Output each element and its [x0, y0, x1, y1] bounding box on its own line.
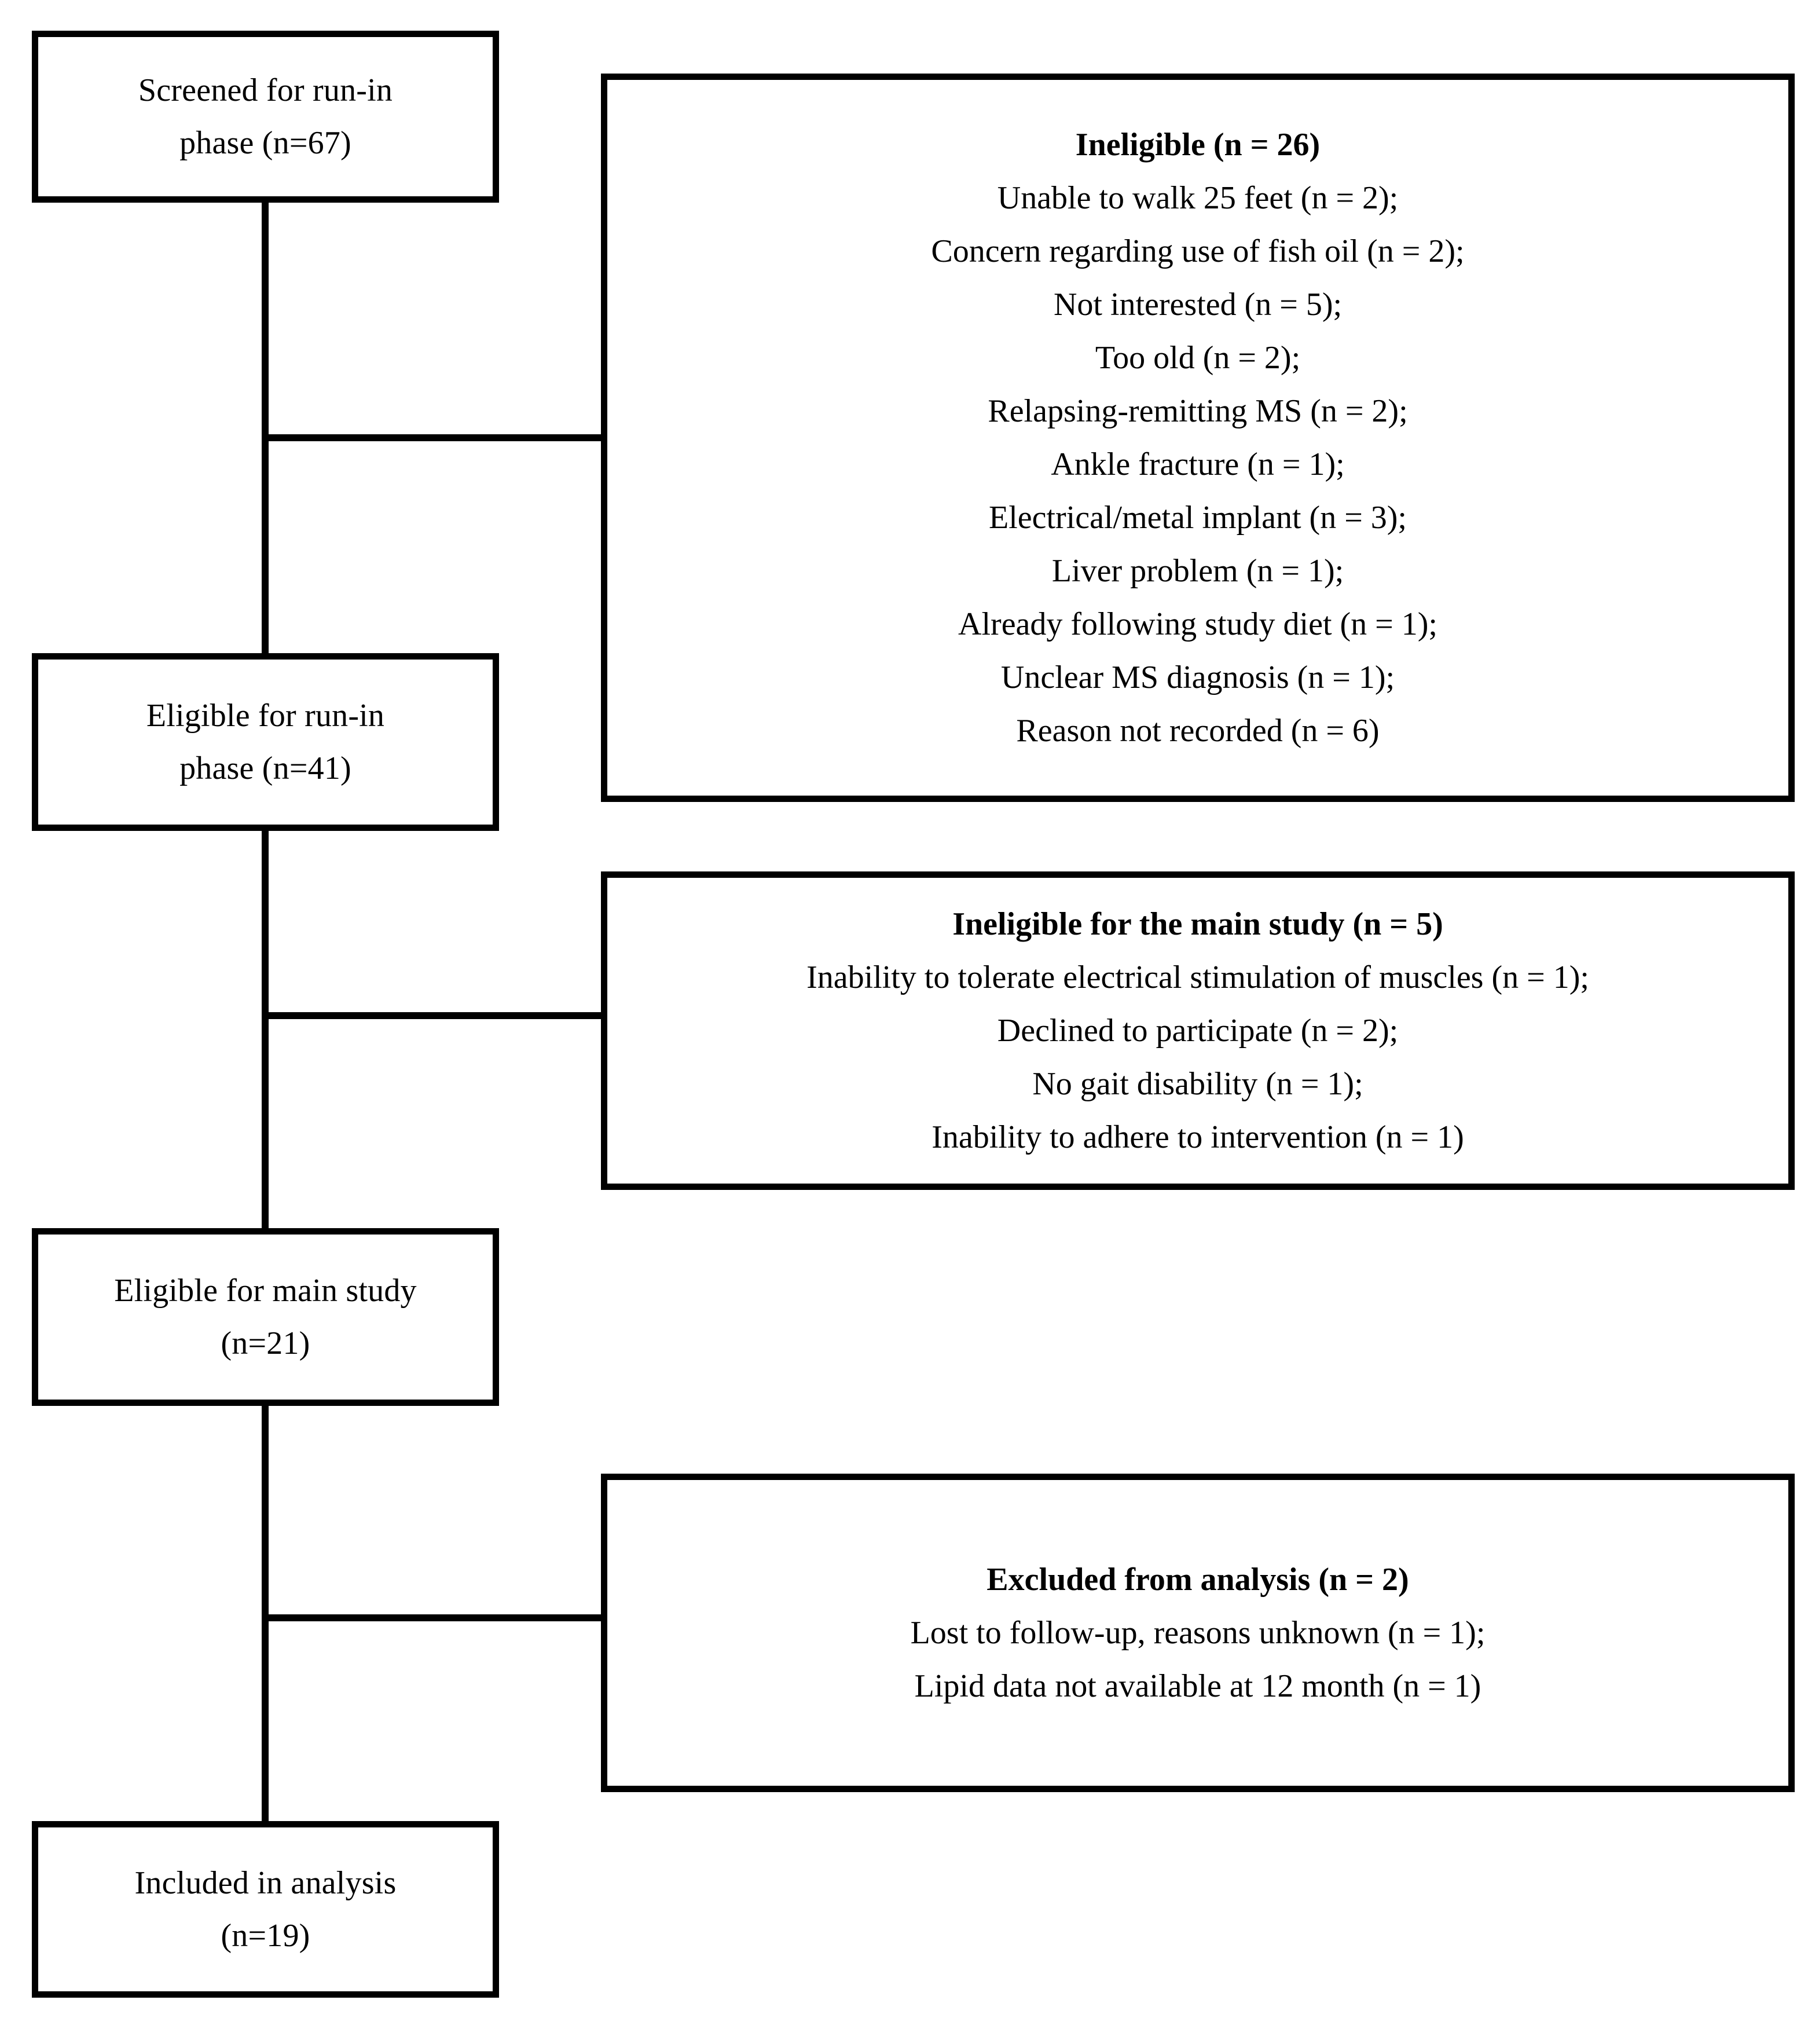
panel-ineligible-run-in-item-11: Reason not recorded (n = 6) [1016, 713, 1380, 749]
panel-ineligible-main-study-item-1: Inability to tolerate electrical stimula… [806, 959, 1589, 995]
panel-ineligible-run-in-item-4: Too old (n = 2); [1095, 340, 1301, 376]
panel-ineligible-run-in-item-8: Liver problem (n = 1); [1051, 553, 1344, 589]
connector-vertical-eligible-runin-to-eligible-main [262, 831, 269, 1228]
panel-ineligible-main-study-item-2: Declined to participate (n = 2); [997, 1013, 1399, 1049]
node-eligible-for-run-in-phase: Eligible for run-in phase (n=41) [32, 653, 499, 831]
panel-ineligible-run-in-item-3: Not interested (n = 5); [1053, 287, 1343, 323]
panel-ineligible-main-study-item-3: No gait disability (n = 1); [1032, 1066, 1363, 1102]
panel-ineligible-main-study-title: Ineligible for the main study (n = 5) [952, 906, 1443, 942]
panel-ineligible-run-in-item-1: Unable to walk 25 feet (n = 2); [997, 180, 1399, 216]
panel-excluded-from-analysis: Excluded from analysis (n = 2) Lost to f… [601, 1474, 1795, 1792]
node-included-line-2: (n=19) [221, 1917, 310, 1954]
node-included-in-analysis: Included in analysis (n=19) [32, 1821, 499, 1998]
panel-ineligible-run-in-title: Ineligible (n = 26) [1075, 127, 1321, 163]
panel-excluded-from-analysis-title: Excluded from analysis (n = 2) [986, 1562, 1409, 1598]
connector-horizontal-to-ineligible-runin [262, 434, 608, 441]
panel-ineligible-run-in: Ineligible (n = 26) Unable to walk 25 fe… [601, 74, 1795, 802]
node-screened-line-2: phase (n=67) [179, 124, 351, 161]
node-screened-for-run-in-phase: Screened for run-in phase (n=67) [32, 31, 499, 203]
panel-excluded-from-analysis-item-2: Lipid data not available at 12 month (n … [914, 1668, 1481, 1704]
connector-vertical-eligible-main-to-included [262, 1406, 269, 1821]
panel-ineligible-main-study-item-4: Inability to adhere to intervention (n =… [931, 1119, 1464, 1155]
node-eligible-runin-line-1: Eligible for run-in [146, 697, 385, 734]
connector-vertical-screened-to-eligible-runin [262, 203, 269, 653]
panel-ineligible-run-in-item-2: Concern regarding use of fish oil (n = 2… [931, 233, 1465, 269]
node-eligible-runin-line-2: phase (n=41) [179, 750, 351, 786]
node-eligible-for-main-study: Eligible for main study (n=21) [32, 1228, 499, 1406]
node-included-line-1: Included in analysis [134, 1864, 397, 1901]
panel-excluded-from-analysis-item-1: Lost to follow-up, reasons unknown (n = … [910, 1615, 1486, 1651]
panel-ineligible-run-in-item-6: Ankle fracture (n = 1); [1051, 446, 1345, 482]
connector-horizontal-to-ineligible-main [262, 1012, 608, 1019]
panel-ineligible-run-in-item-5: Relapsing-remitting MS (n = 2); [988, 393, 1408, 429]
node-eligible-main-line-2: (n=21) [221, 1325, 310, 1361]
panel-ineligible-main-study: Ineligible for the main study (n = 5) In… [601, 871, 1795, 1190]
node-eligible-main-line-1: Eligible for main study [114, 1272, 417, 1309]
connector-horizontal-to-excluded [262, 1614, 608, 1621]
panel-ineligible-run-in-item-9: Already following study diet (n = 1); [958, 606, 1437, 642]
panel-ineligible-run-in-item-10: Unclear MS diagnosis (n = 1); [1000, 660, 1395, 695]
panel-ineligible-run-in-item-7: Electrical/metal implant (n = 3); [989, 500, 1407, 536]
node-screened-line-1: Screened for run-in [138, 72, 393, 108]
